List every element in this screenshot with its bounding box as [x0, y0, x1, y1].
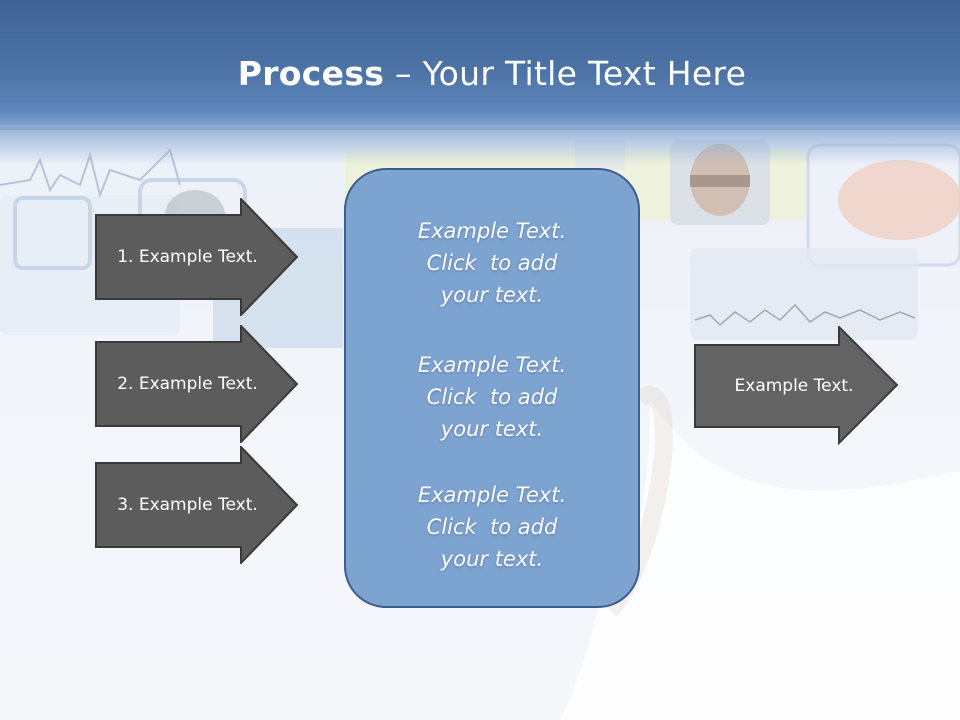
center-paragraph-3-line-3: your text.	[440, 547, 544, 571]
arrow-shape	[694, 326, 899, 446]
left-arrow-1-label: 1. Example Text.	[117, 247, 258, 267]
center-paragraph-3-line-1: Example Text.	[417, 483, 567, 507]
slide-title: Process – Your Title Text Here	[0, 54, 960, 93]
title-banner-fade	[0, 125, 960, 165]
slide-title-rest: – Your Title Text Here	[384, 54, 747, 93]
arrow-shape	[95, 198, 299, 316]
center-paragraph-3-line-2: Click to add	[426, 515, 558, 539]
title-banner	[0, 0, 960, 130]
arrow-shape	[95, 446, 299, 564]
center-text-box[interactable]: Example Text. Click to add your text. Ex…	[344, 168, 640, 608]
left-arrow-2[interactable]: 2. Example Text.	[95, 325, 300, 443]
center-paragraph-2-line-1: Example Text.	[417, 353, 567, 377]
center-paragraph-2-line-3: your text.	[440, 417, 544, 441]
left-arrow-2-label: 2. Example Text.	[117, 374, 258, 394]
left-arrow-3-label: 3. Example Text.	[117, 495, 258, 515]
center-paragraph-1-line-2: Click to add	[426, 251, 558, 275]
arrow-shape	[95, 325, 299, 443]
center-paragraph-1: Example Text. Click to add your text.	[346, 215, 638, 311]
right-arrow-label: Example Text.	[734, 376, 854, 396]
center-paragraph-2: Example Text. Click to add your text.	[346, 349, 638, 445]
center-paragraph-3: Example Text. Click to add your text.	[346, 479, 638, 575]
center-paragraph-1-line-3: your text.	[440, 283, 544, 307]
center-paragraph-2-line-2: Click to add	[426, 385, 558, 409]
center-paragraph-1-line-1: Example Text.	[417, 219, 567, 243]
right-arrow[interactable]: Example Text.	[694, 326, 900, 446]
left-arrow-1[interactable]: 1. Example Text.	[95, 198, 300, 316]
left-arrow-3[interactable]: 3. Example Text.	[95, 446, 300, 564]
slide-title-bold: Process	[237, 54, 385, 93]
